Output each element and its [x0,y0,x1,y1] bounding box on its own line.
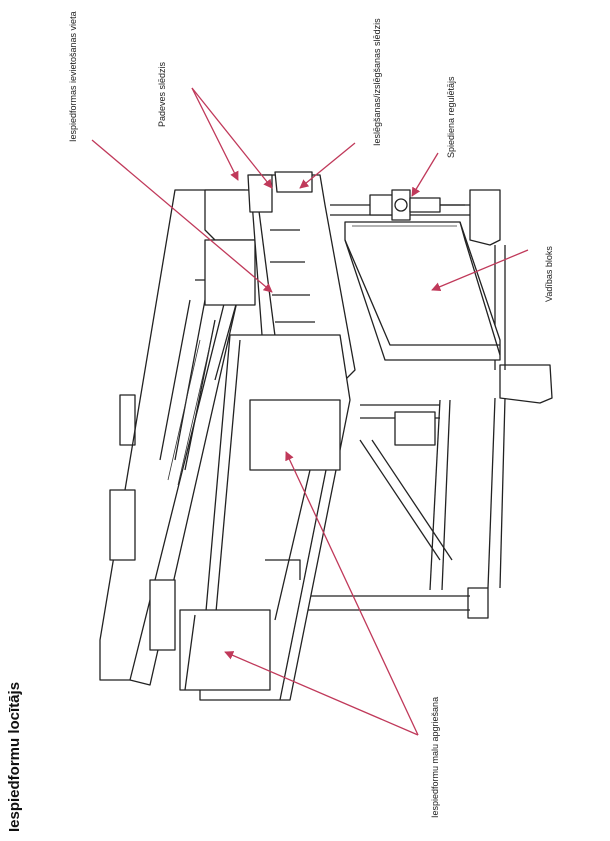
label-power-switch: Ieslēgšanas/izslēgšanas slēdzis [372,18,382,146]
callout-arrows [91,87,529,736]
lower-carriage [179,334,351,701]
page-title: Iespiedformu locītājs [6,681,23,832]
machine-frame [284,189,553,619]
control-unit-block [344,221,501,361]
pressure-regulator-assembly [369,189,465,221]
label-placement: Iespiedformas ievietošanas vieta [68,11,78,142]
label-edge-trimming: Iespiedformu malu apgriešana [430,696,440,818]
label-pressure-regulator: Spiediena regulētājs [446,76,456,158]
label-feed-switch: Padeves slēdzis [157,61,167,127]
label-control-unit: Vadības bloks [544,246,554,302]
